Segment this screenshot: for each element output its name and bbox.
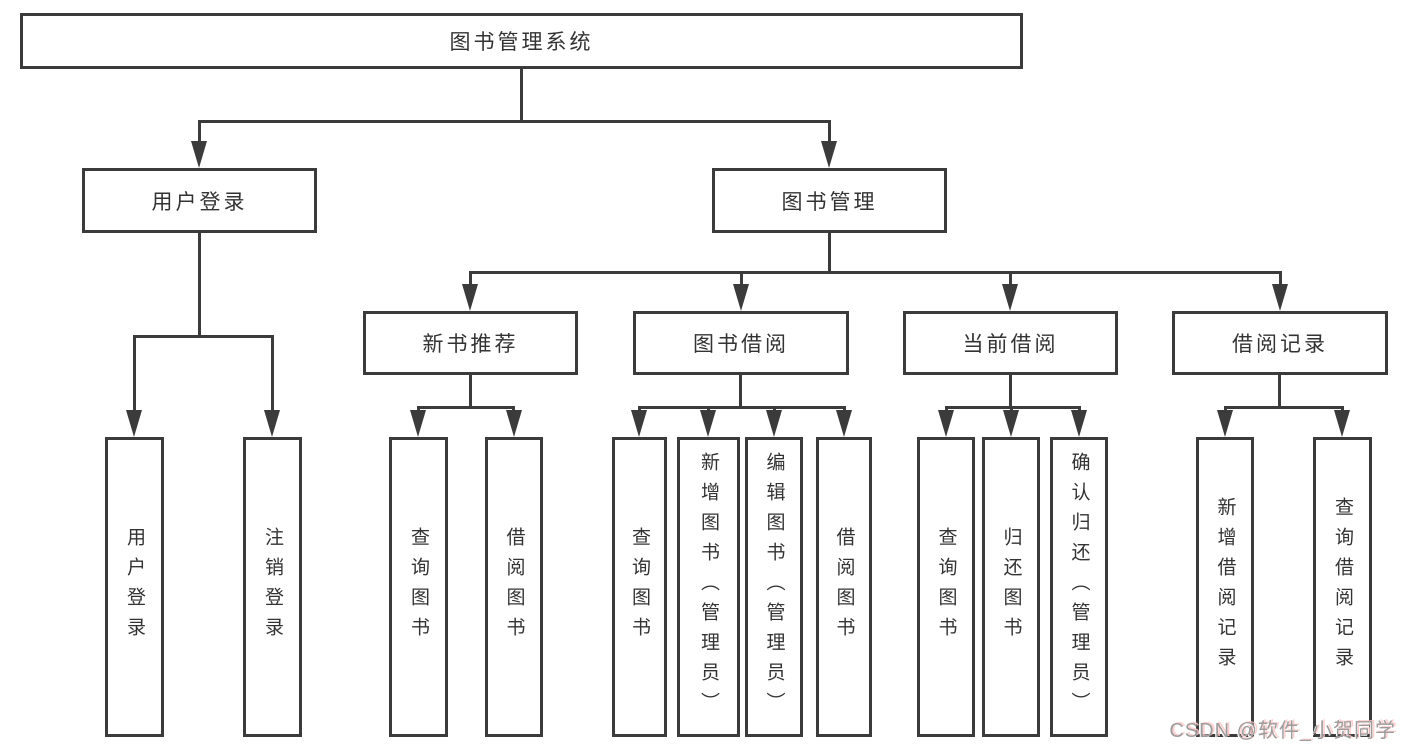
leaf-logout-login: 注销登录	[243, 437, 302, 737]
node-label: 图书管理系统	[449, 31, 594, 54]
connector-stem	[271, 335, 274, 412]
arrowhead-icon	[506, 410, 522, 437]
node-library-management-system: 图书管理系统	[20, 13, 1023, 69]
leaf-add-borrow-record: 新增借阅记录	[1196, 437, 1254, 737]
connector-root-stub	[520, 69, 523, 121]
connector-stem	[707, 406, 710, 412]
arrowhead-icon	[462, 284, 478, 311]
leaf-label: 查询图书	[935, 527, 957, 647]
connector-stem	[1078, 406, 1081, 412]
connector-current-borrowing-stub	[1009, 375, 1012, 407]
connector-stem	[773, 406, 776, 412]
connector-book-management-stub	[828, 233, 831, 272]
leaf-query-books-current: 查询图书	[917, 437, 975, 737]
connector-stem	[828, 120, 831, 146]
leaf-user-login: 用户登录	[105, 437, 164, 737]
leaf-label: 用户登录	[124, 527, 145, 647]
connector-new-book-stub	[469, 375, 472, 407]
connector-stem	[638, 406, 641, 412]
arrowhead-icon	[836, 410, 852, 437]
node-label: 借阅记录	[1232, 333, 1328, 356]
leaf-label: 新增借阅记录	[1214, 497, 1236, 677]
arrowhead-icon	[821, 141, 837, 168]
arrowhead-icon	[264, 410, 280, 437]
node-label: 新书推荐	[422, 333, 519, 356]
connector-stem	[469, 271, 472, 286]
leaf-query-borrow-record: 查询借阅记录	[1313, 437, 1372, 737]
arrowhead-icon	[1272, 284, 1288, 311]
leaf-label: 确认归还（管理员）	[1068, 452, 1090, 722]
connector-stem	[417, 406, 420, 412]
connector-stem	[133, 335, 136, 412]
node-borrowing-records: 借阅记录	[1172, 311, 1388, 375]
leaf-confirm-return-admin: 确认归还（管理员）	[1050, 437, 1108, 737]
arrowhead-icon	[733, 284, 749, 311]
connector-new-book-split	[417, 406, 515, 409]
arrowhead-icon	[938, 410, 954, 437]
node-label: 图书管理	[781, 190, 878, 214]
leaf-add-book-admin: 新增图书（管理员）	[677, 437, 740, 737]
arrowhead-icon	[1217, 410, 1233, 437]
connector-borrowing-records-stub	[1278, 375, 1281, 407]
node-book-management: 图书管理	[712, 168, 947, 233]
connector-current-borrowing-split	[945, 406, 1081, 409]
leaf-label: 归还图书	[1000, 527, 1022, 647]
connector-book-borrowing-split	[638, 406, 846, 409]
connector-book-management-split	[469, 271, 1282, 274]
node-label: 图书借阅	[693, 333, 789, 356]
arrowhead-icon	[191, 141, 207, 168]
leaf-label: 查询图书	[629, 527, 650, 647]
connector-stem	[512, 406, 515, 412]
leaf-borrow-books-recommend: 借阅图书	[485, 437, 543, 737]
leaf-label: 查询图书	[408, 527, 429, 647]
arrowhead-icon	[766, 410, 782, 437]
arrowhead-icon	[1071, 410, 1087, 437]
connector-borrowing-records-split	[1224, 406, 1344, 409]
connector-stem	[1009, 271, 1012, 286]
node-label: 当前借阅	[962, 333, 1059, 356]
node-label: 用户登录	[151, 190, 248, 214]
leaf-label: 借阅图书	[833, 527, 855, 647]
leaf-query-books-recommend: 查询图书	[389, 437, 448, 737]
connector-stem	[1341, 406, 1344, 412]
arrowhead-icon	[1334, 410, 1350, 437]
arrowhead-icon	[700, 410, 716, 437]
connector-stem	[945, 406, 948, 412]
arrowhead-icon	[410, 410, 426, 437]
leaf-edit-book-admin: 编辑图书（管理员）	[745, 437, 803, 737]
arrowhead-icon	[126, 410, 142, 437]
leaf-label: 查询借阅记录	[1332, 497, 1353, 677]
connector-stem	[198, 120, 201, 146]
leaf-return-books: 归还图书	[982, 437, 1040, 737]
arrowhead-icon	[1003, 410, 1019, 437]
connector-stem	[1010, 406, 1013, 412]
connector-user-login-split	[133, 335, 274, 338]
connector-stem	[740, 271, 743, 286]
leaf-borrow-books: 借阅图书	[816, 437, 872, 737]
node-book-borrowing: 图书借阅	[633, 311, 849, 375]
node-current-borrowing: 当前借阅	[903, 311, 1118, 375]
leaf-label: 借阅图书	[503, 527, 525, 647]
connector-root-split	[198, 120, 831, 123]
csdn-watermark: CSDN @软件_小贺同学	[1169, 720, 1396, 742]
connector-user-login-stub	[198, 233, 201, 336]
leaf-label: 编辑图书（管理员）	[763, 452, 785, 722]
leaf-label: 注销登录	[262, 527, 283, 647]
node-user-login: 用户登录	[82, 168, 317, 233]
arrowhead-icon	[631, 410, 647, 437]
connector-stem	[1279, 271, 1282, 286]
arrowhead-icon	[1002, 284, 1018, 311]
leaf-query-books-borrowing: 查询图书	[612, 437, 667, 737]
leaf-label: 新增图书（管理员）	[698, 452, 719, 722]
connector-book-borrowing-stub	[739, 375, 742, 407]
connector-stem	[1224, 406, 1227, 412]
node-new-book-recommend: 新书推荐	[363, 311, 578, 375]
connector-stem	[843, 406, 846, 412]
